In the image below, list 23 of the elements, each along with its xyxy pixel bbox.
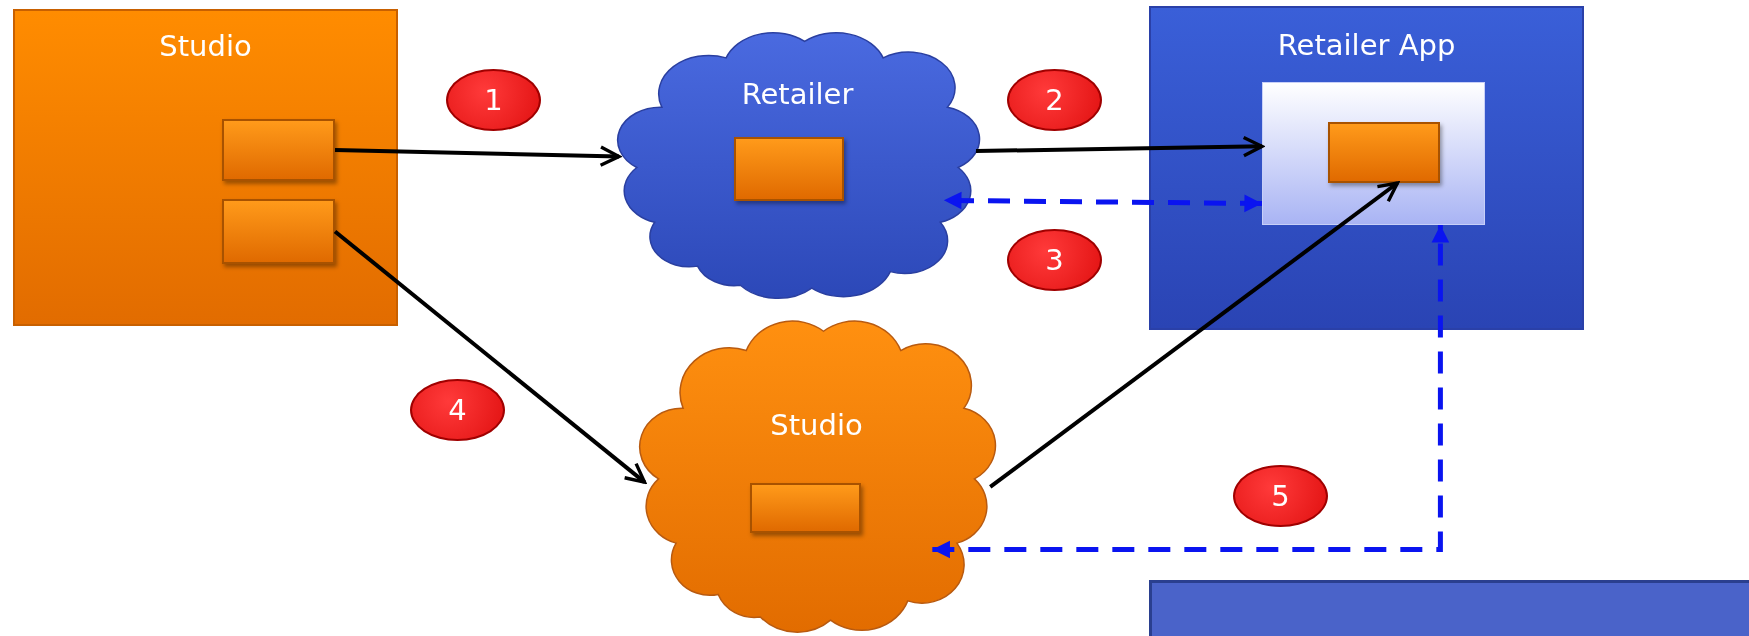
component-box (1328, 122, 1440, 183)
inner-panel (1262, 82, 1485, 225)
callout-number: 1 (446, 69, 541, 131)
arrow (932, 225, 1450, 559)
node-title: Studio (770, 408, 863, 442)
callout-number: 4 (410, 379, 505, 441)
node-title: Retailer (741, 77, 854, 111)
node-title: Studio (159, 29, 252, 63)
arrow (989, 181, 1400, 489)
container-box (13, 9, 398, 326)
arrow (333, 229, 647, 484)
component-box (222, 199, 335, 264)
callout-number: 3 (1007, 229, 1102, 291)
callout-number: 5 (1233, 465, 1328, 527)
component-box (734, 137, 844, 201)
callout-number: 2 (1007, 69, 1102, 131)
node-title: Retailer App (1277, 28, 1456, 62)
arrow (334, 145, 621, 167)
arrow (975, 135, 1264, 158)
arrow (943, 191, 1263, 213)
component-box (750, 483, 861, 533)
container-box (1149, 6, 1584, 330)
component-box (222, 119, 335, 181)
